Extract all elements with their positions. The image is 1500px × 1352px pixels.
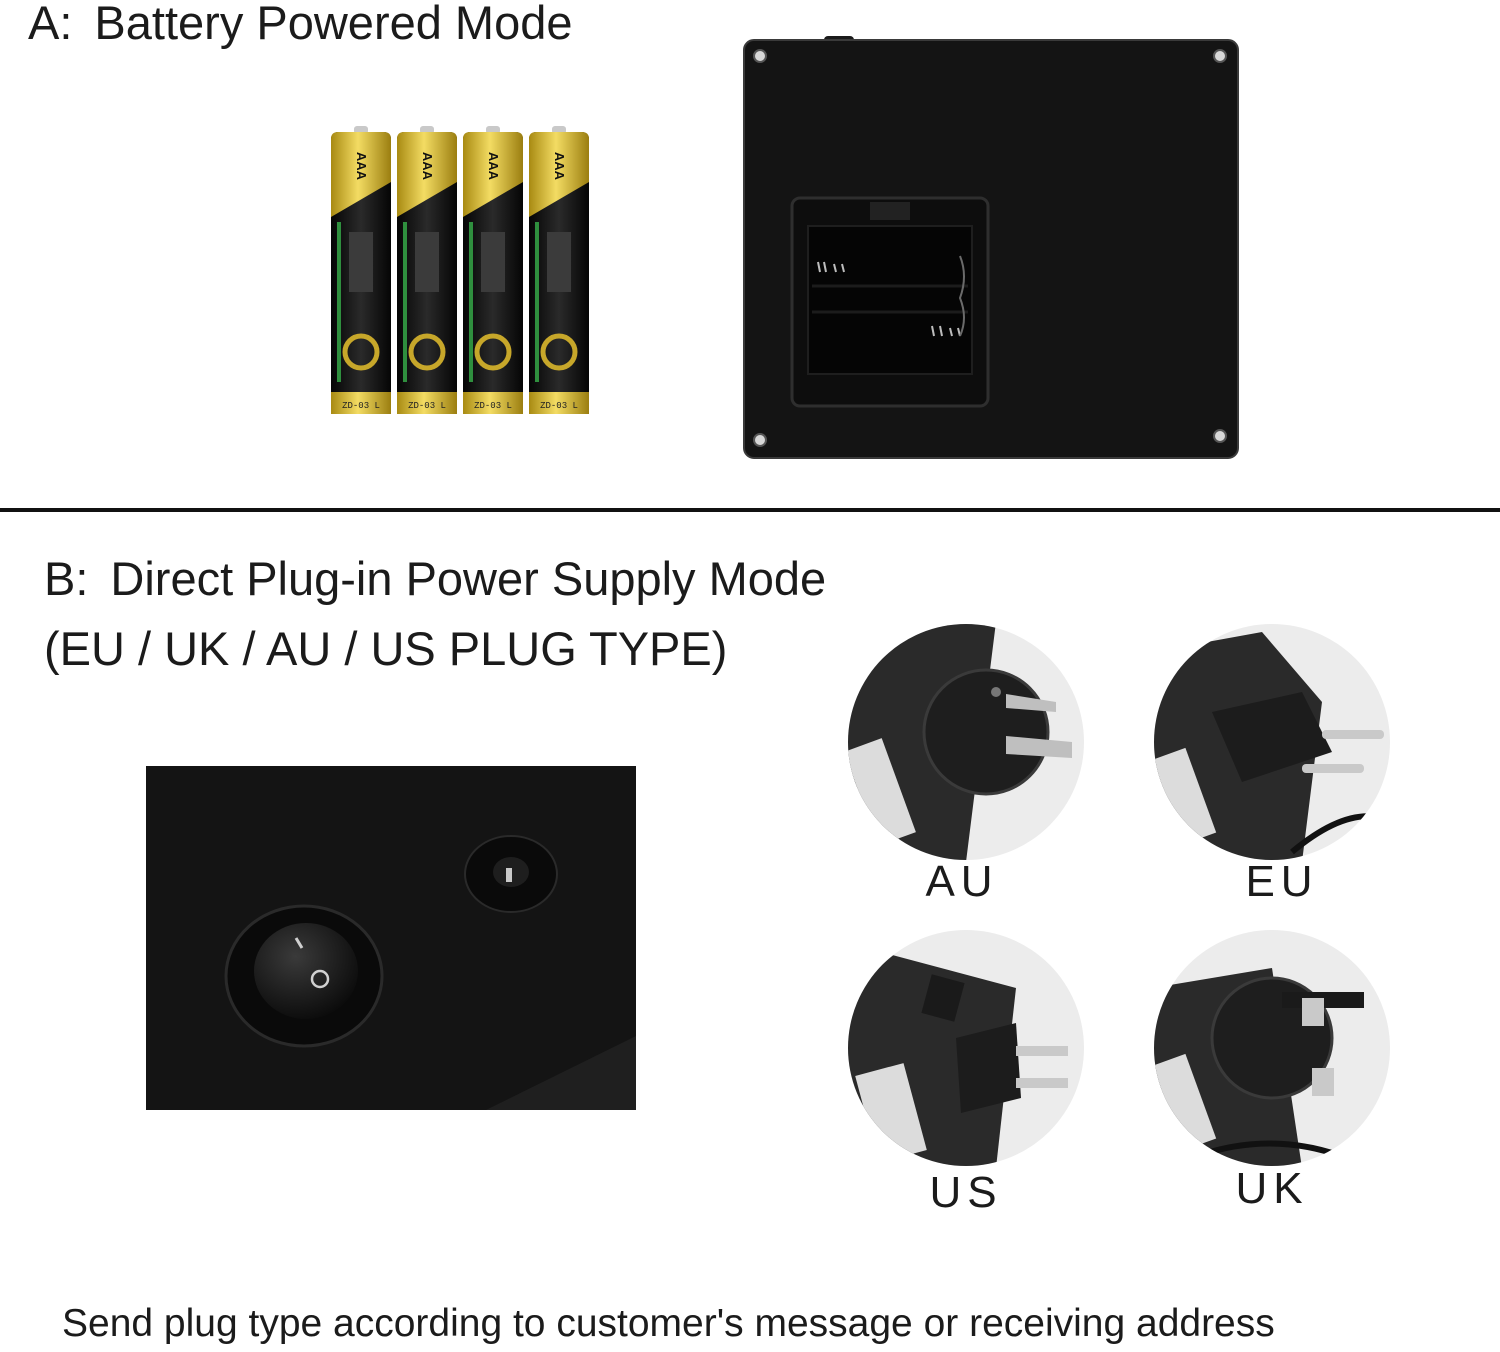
section-a-letter: A: [28,0,73,49]
svg-text:ZD-03 L: ZD-03 L [408,401,446,411]
screw-top-right [1213,49,1227,63]
section-b-title-text: Direct Plug-in Power Supply Mode [110,552,827,605]
plug-types-line: (EU / UK / AU / US PLUG TYPE) [44,622,728,675]
svg-text:ZD-03 L: ZD-03 L [474,401,512,411]
au-plug-photo [848,624,1084,860]
svg-text:AAA: AAA [420,152,435,181]
plug-shipping-note: Send plug type according to customer's m… [62,1302,1275,1345]
battery-1: AAA ZD-03 L [331,126,391,414]
eu-plug-photo [1154,624,1390,860]
au-plug-label: AU [925,857,999,906]
uk-plug-label: UK [1235,1164,1309,1213]
aaa-batteries-image: AAA ZD-03 L AAA ZD-03 L AAA ZD-03 L AAA … [331,126,589,414]
section-a-title-text: Battery Powered Mode [94,0,573,49]
svg-text:ZD-03 L: ZD-03 L [342,401,380,411]
battery-compartment-image [743,36,1239,459]
section-divider [0,508,1500,512]
screw-bottom-right [1213,429,1227,443]
section-a-title: A: Battery Powered Mode [28,0,573,54]
svg-text:AAA: AAA [486,152,501,181]
uk-plug-photo [1154,930,1390,1166]
section-b-letter: B: [44,552,89,605]
battery-3: AAA ZD-03 L [463,126,523,414]
svg-text:AAA: AAA [552,152,567,181]
battery-4: AAA ZD-03 L [529,126,589,414]
power-switch-panel-image [146,766,636,1110]
dc-power-jack [464,835,558,913]
screw-bottom-left [753,433,767,447]
svg-text:AAA: AAA [354,152,369,181]
eu-plug-label: EU [1245,857,1319,906]
us-plug-label: US [929,1168,1003,1217]
us-plug-photo [848,930,1084,1166]
screw-top-left [753,49,767,63]
rocker-switch [224,904,384,1048]
battery-2: AAA ZD-03 L [397,126,457,414]
svg-text:ZD-03 L: ZD-03 L [540,401,578,411]
section-b-title: B: Direct Plug-in Power Supply Mode [44,548,826,610]
